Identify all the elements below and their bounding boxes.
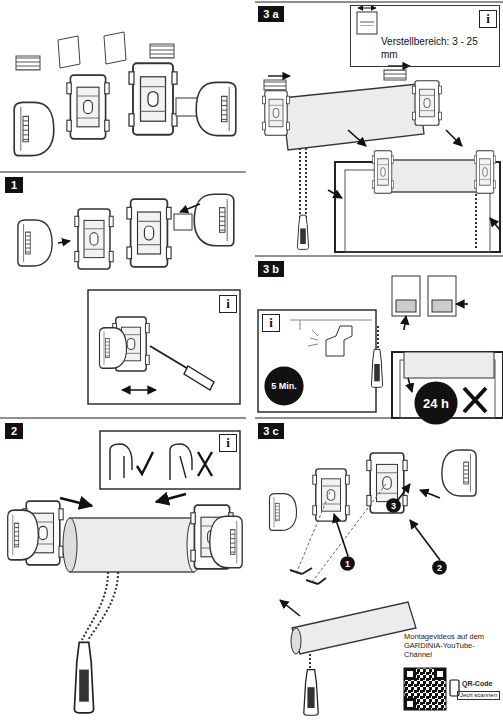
step-number: 3 c: [258, 423, 284, 439]
qr-label: QR-Code: [462, 680, 502, 688]
step-number: 1: [5, 177, 23, 193]
qr-code: [404, 668, 459, 710]
node-text: 3: [391, 501, 396, 511]
node-text: 2: [11, 425, 17, 437]
node-text: 2: [437, 563, 442, 573]
info-icon: i: [219, 434, 237, 452]
step3c-illustration: [270, 450, 477, 715]
step1-illustration: [18, 194, 240, 404]
video-note: Montagevideos auf dem GARDINIA-YouTube-C…: [404, 632, 502, 659]
step3a-illustration: [263, 8, 500, 252]
round-badge: 24 h: [414, 381, 458, 425]
node-text: 3 b: [263, 263, 279, 275]
round-badge: 1: [340, 556, 355, 571]
node-text: 1: [345, 559, 350, 569]
node-text: 3 a: [263, 8, 278, 20]
node-text: i: [269, 315, 273, 331]
node-text: i: [226, 296, 230, 312]
info-icon: i: [479, 10, 497, 28]
round-badge: 3: [386, 498, 401, 513]
node-text: 3 c: [263, 425, 278, 437]
exploded-parts: [14, 32, 236, 156]
step2-illustration: [8, 431, 243, 713]
round-badge: 5 Min.: [264, 366, 304, 406]
node-text: i: [486, 11, 490, 27]
step-number: 2: [5, 423, 23, 439]
node-text: 24 h: [423, 396, 449, 411]
round-badge: 2: [432, 560, 447, 575]
divider-lines: [0, 2, 503, 418]
info-box: Verstellbereich: 3 - 25 mm i: [350, 5, 500, 67]
node-text: i: [226, 435, 230, 451]
node-text: 1: [11, 179, 17, 191]
node-text: 5 Min.: [271, 381, 297, 391]
info-icon: i: [219, 295, 237, 313]
info-icon: i: [262, 314, 280, 332]
step-number: 3 b: [258, 261, 284, 277]
node-text: Verstellbereich: 3 - 25 mm: [381, 36, 493, 61]
step-number: 3 a: [258, 6, 284, 22]
step3b-illustration: [258, 276, 503, 418]
qr-scan-hint: Jetzt scannen: [457, 691, 500, 700]
